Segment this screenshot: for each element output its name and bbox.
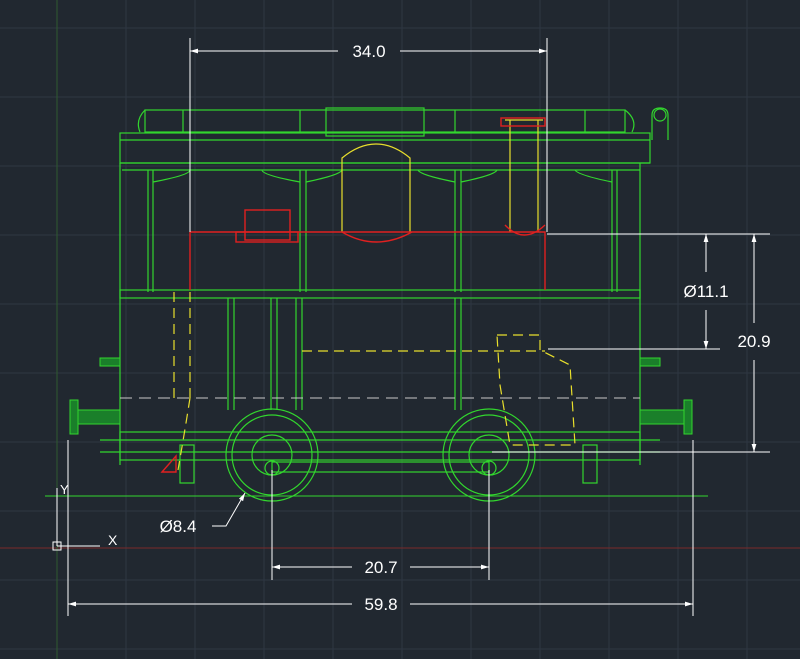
dim-text-overall-width: 59.8 bbox=[364, 595, 397, 614]
coupler-left bbox=[99, 357, 121, 367]
dimensions bbox=[67, 38, 770, 616]
chimney-base bbox=[504, 224, 546, 236]
roof-base bbox=[119, 132, 651, 164]
underframe bbox=[119, 431, 641, 461]
dim-text-top-width: 34.0 bbox=[352, 42, 385, 61]
window-arch-6 bbox=[574, 169, 613, 183]
dome-outline bbox=[341, 143, 411, 232]
cylinder-marker bbox=[160, 454, 177, 473]
boiler bbox=[160, 117, 546, 473]
boiler-barrel bbox=[189, 231, 546, 290]
buffer-left-plate bbox=[69, 399, 79, 435]
leader-wheel-dia bbox=[212, 492, 246, 527]
ucs-y-label: Y bbox=[60, 482, 69, 497]
step-left bbox=[179, 444, 195, 484]
roof-top bbox=[144, 109, 626, 133]
dim-text-wheel-diameter: Ø8.4 bbox=[160, 517, 197, 536]
dome-base bbox=[341, 231, 413, 243]
roof-end-left bbox=[137, 109, 146, 133]
chimney bbox=[651, 107, 669, 140]
chimney-top bbox=[500, 117, 546, 127]
coupling-rod bbox=[271, 461, 490, 473]
step-right bbox=[582, 444, 598, 484]
buffer-right-rod bbox=[639, 409, 685, 425]
roof-lantern bbox=[325, 107, 425, 137]
dim-text-wheel-spacing: 20.7 bbox=[364, 558, 397, 577]
ucs-origin-box bbox=[52, 541, 62, 551]
window-arch-3 bbox=[305, 169, 343, 183]
window-arch-2 bbox=[261, 169, 301, 183]
hidden-pipe bbox=[177, 397, 191, 471]
ucs-icon bbox=[52, 488, 100, 551]
tram-outline[interactable] bbox=[100, 107, 669, 484]
buffers bbox=[69, 357, 693, 435]
firebox-box bbox=[244, 209, 291, 241]
hidden-lines bbox=[173, 292, 576, 471]
boiler-dome bbox=[341, 119, 543, 232]
chimney-outline bbox=[505, 119, 543, 232]
ucs-x-label: X bbox=[108, 532, 118, 548]
coupler-right bbox=[639, 357, 661, 367]
window-arch-5 bbox=[460, 169, 498, 183]
window-arch-1 bbox=[152, 169, 191, 183]
waist-rail bbox=[119, 289, 641, 299]
rod-body bbox=[271, 461, 490, 473]
dim-text-boiler-diameter: Ø11.1 bbox=[683, 282, 728, 301]
dim-text-height: 20.9 bbox=[737, 332, 770, 351]
buffer-left-rod bbox=[77, 409, 121, 425]
buffer-right-plate bbox=[683, 399, 693, 435]
chimney-cap bbox=[653, 108, 667, 122]
roof-end-right bbox=[624, 109, 635, 133]
hidden-crank bbox=[496, 334, 576, 446]
window-arch-4 bbox=[417, 169, 456, 183]
